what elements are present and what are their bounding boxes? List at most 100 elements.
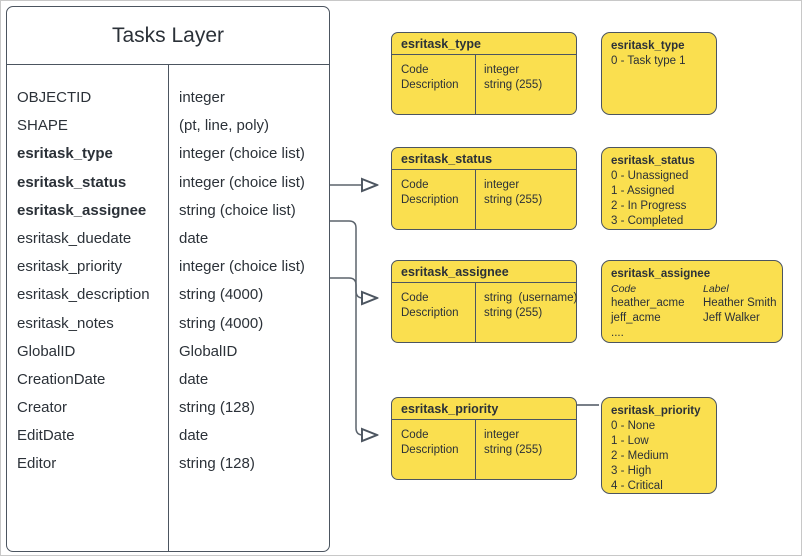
field-type: string (4000) [179,286,264,304]
value-grid-header-label: Label [703,283,729,295]
field-type: (pt, line, poly) [179,117,270,135]
domain-box-divider [475,420,476,479]
field-name: esritask_priority [17,258,123,276]
value-item: 3 - Completed [611,215,684,227]
field-type: date [179,427,209,445]
field-type: integer (choice list) [179,258,305,276]
domain-row-label: Code [401,179,429,191]
field-type: string (choice list) [179,201,296,219]
connector-priority [330,277,377,435]
page-title: Tasks Layer [7,7,329,65]
value-grid-header: Code Label [611,282,773,296]
domain-box-esritask-priority[interactable]: esritask_priority Code Description integ… [391,397,577,480]
field-name: CreationDate [17,370,106,388]
domain-box-divider [475,170,476,229]
domain-box-body: Code Description integer string (255) [392,55,576,114]
field-name: esritask_description [17,286,150,304]
field-type: date [179,229,209,247]
value-label: Heather Smith [703,297,777,309]
domain-box-body: Code Description string (username) strin… [392,283,577,342]
domain-box-esritask-status[interactable]: esritask_status Code Description integer… [391,147,577,230]
domain-left-column: Code Description [401,63,459,93]
domain-left-column: Code Description [401,178,459,208]
domain-row-label: Description [401,194,459,206]
field-name: Creator [17,399,68,417]
field-type: integer (choice list) [179,173,305,191]
value-box-esritask-assignee[interactable]: esritask_assignee Code Label heather_acm… [601,260,783,343]
entity-column-divider [168,64,169,551]
value-label: Jeff Walker [703,312,760,324]
value-code: heather_acme [611,297,685,309]
field-type-column: integer (pt, line, poly) integer (choice… [179,84,305,479]
value-box-title: esritask_type [611,40,685,52]
value-item: 2 - Medium [611,450,669,462]
value-item: 2 - In Progress [611,200,687,212]
domain-row-label: Code [401,292,429,304]
field-type: string (128) [179,399,255,417]
value-grid-row: jeff_acme Jeff Walker [611,311,773,326]
value-item: 4 - Critical [611,480,663,492]
value-item: 0 - None [611,420,656,432]
value-item: 0 - Unassigned [611,170,689,182]
value-item: 0 - Task type 1 [611,55,686,67]
domain-box-title: esritask_status [392,148,576,170]
value-box-title: esritask_assignee [611,268,711,280]
value-item: 3 - High [611,465,652,477]
domain-box-body: Code Description integer string (255) [392,420,576,479]
value-grid-header-code: Code [611,283,637,295]
domain-row-type: integer [484,179,520,191]
field-type: GlobalID [179,342,238,360]
value-ellipsis: .... [611,327,624,339]
field-name: EditDate [17,427,75,445]
field-name: esritask_assignee [17,201,147,219]
domain-box-title: esritask_assignee [392,261,576,283]
value-box-esritask-type[interactable]: esritask_type 0 - Task type 1 [601,32,717,115]
domain-right-column: integer string (255) [484,178,542,208]
domain-box-title: esritask_type [392,33,576,55]
field-name: Editor [17,455,57,473]
field-type: integer (choice list) [179,145,305,163]
domain-left-column: Code Description [401,428,459,458]
value-grid-row: heather_acme Heather Smith [611,296,777,311]
domain-box-divider [475,55,476,114]
domain-row-label: Description [401,79,459,91]
domain-row-type: string (255) [484,194,543,206]
domain-right-column: integer string (255) [484,428,542,458]
domain-row-label: Description [401,444,459,456]
field-name: OBJECTID [17,89,92,106]
domain-box-title: esritask_priority [392,398,576,420]
domain-right-column: integer string (255) [484,63,542,93]
value-box-esritask-priority[interactable]: esritask_priority 0 - None 1 - Low 2 - M… [601,397,717,494]
field-name: SHAPE [17,117,68,135]
connector-assignee [330,220,377,298]
domain-row-type: string (255) [484,307,543,319]
domain-row-type: string (username) [484,292,578,304]
field-name: GlobalID [17,342,76,360]
domain-row-type: integer [484,64,520,76]
field-name: esritask_type [17,145,113,163]
field-name: esritask_duedate [17,229,132,247]
domain-box-body: Code Description integer string (255) [392,170,576,229]
domain-row-label: Code [401,64,429,76]
domain-box-esritask-type[interactable]: esritask_type Code Description integer s… [391,32,577,115]
domain-row-label: Code [401,429,429,441]
domain-row-type: integer [484,429,520,441]
field-type: integer [179,89,225,106]
field-name: esritask_notes [17,314,114,332]
domain-row-label: Description [401,307,459,319]
value-item: 1 - Low [611,435,649,447]
field-type: string (4000) [179,314,264,332]
value-box-esritask-status[interactable]: esritask_status 0 - Unassigned 1 - Assig… [601,147,717,230]
domain-right-column: string (username) string (255) [484,291,577,321]
domain-box-divider [475,283,476,342]
value-code: jeff_acme [611,312,661,324]
domain-box-esritask-assignee[interactable]: esritask_assignee Code Description strin… [391,260,577,343]
value-item: 1 - Assigned [611,185,675,197]
domain-row-type: string (255) [484,444,543,456]
entity-tasks-layer[interactable]: Tasks Layer OBJECTID SHAPE esritask_type… [6,6,330,552]
value-box-title: esritask_status [611,155,695,167]
domain-left-column: Code Description [401,291,459,321]
field-name-column: OBJECTID SHAPE esritask_type esritask_st… [17,84,150,479]
field-type: string (128) [179,455,255,473]
